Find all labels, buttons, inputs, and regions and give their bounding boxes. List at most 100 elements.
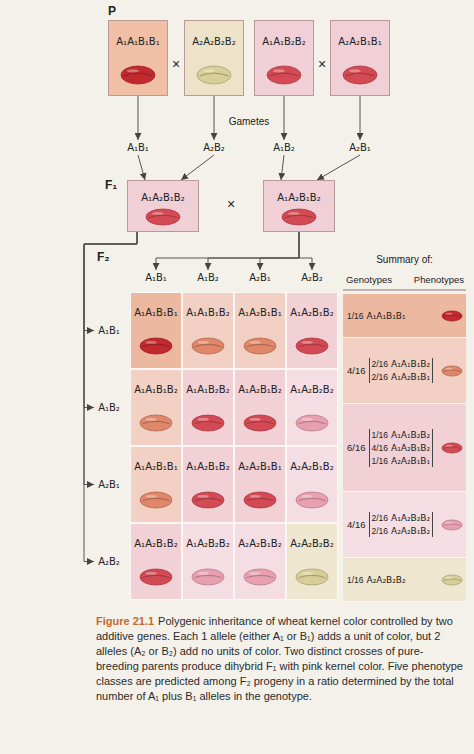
gamete-header: A₁B₂ [191,270,225,285]
kernel-body [192,338,224,354]
arrow [181,155,214,180]
punnett-cell: A₁A₂B₁B₂ [234,369,286,446]
kernel-highlight [250,341,261,344]
punnett-cell: A₁A₂B₁B₂ [130,523,182,600]
gamete-text: A₂B₂ [301,272,323,283]
wheat-kernel [196,65,232,85]
kernel-highlight [198,572,209,575]
kernel-crease [194,498,221,500]
wheat-kernel [441,310,463,322]
kernel-body [140,569,172,585]
wheat-kernel [139,414,173,432]
fraction: 1/16 [372,430,389,440]
wheat-kernel [295,491,329,509]
genotype-text: A₁A₁B₁B₁ [367,311,406,321]
column-heading: Phenotypes [414,274,464,285]
wheat-kernel [191,414,225,432]
kernel-body [244,415,276,431]
wheat-kernel [243,414,277,432]
kernel-crease [142,421,169,423]
figure-number: Figure 21.1 [96,615,154,627]
kernel-crease [124,73,153,76]
summary-row: 1/16A₂A₂B₂B₂ [343,558,466,602]
fraction: 6/16 [347,442,366,453]
wheat-kernel [120,65,156,85]
kernel-body [296,415,328,431]
kernel-highlight [446,312,453,314]
parent-box: A₂A₂B₁B₁ [330,20,390,96]
f1-box: A₁A₂B₁B₂ [127,180,199,232]
genotype-text: A₂A₂B₁B₂ [391,526,430,536]
bracket: 1/16A₁A₁B₂B₂4/16A₁A₂B₁B₂1/16A₂A₂B₁B₁ [369,429,434,467]
genotype-text: A₁A₁B₁B₂ [134,384,177,395]
gamete-text: A₂B₁ [349,142,371,153]
bracket: 2/16A₁A₂B₂B₂2/16A₂A₂B₁B₂ [369,512,434,537]
kernel-highlight [446,367,453,369]
fraction: 1/16 [372,456,389,466]
wheat-kernel [243,491,277,509]
wheat-kernel [191,337,225,355]
kernel-body [146,209,180,225]
genotype-text: A₁A₂B₂B₂ [186,538,229,549]
summary-row: 1/16A₁A₁B₁B₁ [343,294,466,338]
kernel-body [192,492,224,508]
column-heading: Genotypes [346,274,392,285]
kernel-highlight [302,341,313,344]
kernel-crease [444,447,461,449]
genotype-text: A₂A₂B₁B₁ [338,36,381,47]
arrow [214,96,215,140]
fraction: 2/16 [372,359,389,369]
genotype-text: A₂A₂B₁B₂ [290,461,333,472]
wheat-kernel [342,65,378,85]
fraction: 4/16 [372,443,389,453]
arrow [360,96,361,140]
wheat-kernel [441,442,463,454]
gamete-text: A₁B₁ [98,325,120,336]
kernel-body [121,66,155,84]
genotype-text: A₂A₂B₁B₂ [238,538,281,549]
gamete-label: A₂B₂ [199,140,229,155]
kernel-highlight [446,576,453,578]
summary-line: 1/16A₂A₂B₁B₁ [372,456,431,466]
kernel-crease [149,215,178,217]
kernel-crease [246,498,273,500]
kernel-crease [270,73,299,76]
arrow [317,155,360,180]
kernel-crease [346,73,375,76]
kernel-body [343,66,377,84]
arrow [156,232,299,270]
summary-line: 2/16A₂A₂B₁B₂ [372,526,431,536]
summary-row: 4/162/16A₁A₁B₁B₂2/16A₁A₂B₁B₁ [343,338,466,404]
summary-line: 2/16A₁A₁B₁B₂ [372,359,431,369]
fraction: 1/16 [347,311,364,321]
summary-row: 6/161/16A₁A₁B₂B₂4/16A₁A₂B₁B₂1/16A₂A₂B₁B₁ [343,404,466,492]
kernel-crease [298,344,325,346]
kernel-highlight [146,572,157,575]
kernel-body [442,575,462,585]
kernel-crease [142,344,169,346]
wheat-kernel [139,491,173,509]
kernel-crease [194,344,221,346]
gamete-text: A₂B₂ [203,142,225,153]
punnett-cell: A₁A₂B₁B₁ [234,292,286,369]
gamete-label: A₁B₂ [269,140,299,155]
gamete-text: A₁B₂ [197,272,219,283]
genotype-text: A₁A₂B₁B₂ [186,461,229,472]
kernel-highlight [446,521,453,523]
wheat-kernel [295,337,329,355]
gamete-label: A₁B₁ [123,140,153,155]
wheat-kernel [191,568,225,586]
kernel-highlight [198,418,209,421]
genotype-text: A₂A₂B₁B₁ [391,456,430,466]
fraction: 1/16 [347,575,364,585]
kernel-body [192,569,224,585]
kernel-highlight [198,341,209,344]
fraction: 2/16 [372,513,389,523]
genotype-text: A₁A₂B₁B₂ [238,384,281,395]
arrow [138,96,139,140]
fraction: 2/16 [372,372,389,382]
punnett-cell: A₁A₁B₂B₂ [182,369,234,446]
kernel-body [267,66,301,84]
wheat-kernel [243,337,277,355]
kernel-crease [298,575,325,577]
